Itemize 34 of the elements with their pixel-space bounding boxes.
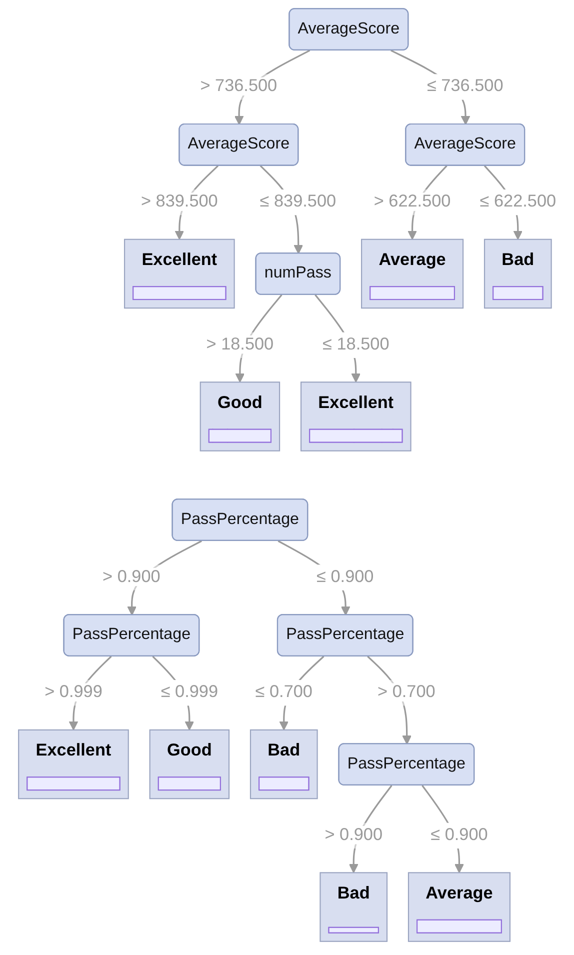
edge-label: > 0.999	[44, 683, 102, 702]
edge-label: ≤ 0.900	[430, 826, 488, 844]
leaf-node: Average	[360, 238, 464, 309]
leaf-node: Excellent	[18, 729, 129, 800]
edge-label: > 839.500	[140, 192, 218, 211]
edge-label: ≤ 0.900	[316, 568, 374, 586]
leaf-node: Bad	[250, 729, 318, 800]
edge-label: > 0.700	[377, 683, 435, 702]
split-node: AverageScore	[288, 8, 408, 50]
split-node: numPass	[254, 252, 340, 295]
split-node: PassPercentage	[338, 743, 474, 786]
split-node: PassPercentage	[62, 614, 200, 656]
edge-label: > 622.500	[374, 192, 450, 211]
edge-label: ≤ 18.500	[322, 335, 389, 354]
leaf-node: Excellent	[124, 238, 235, 309]
edge-label: ≤ 0.700	[254, 683, 312, 702]
edge-label: ≤ 0.999	[160, 683, 218, 702]
split-node: PassPercentage	[276, 614, 414, 656]
leaf-node: Excellent	[300, 382, 411, 452]
edge-label: ≤ 622.500	[479, 192, 556, 211]
edge-label: ≤ 736.500	[426, 77, 503, 96]
leaf-node: Good	[148, 729, 230, 800]
leaf-node: Bad	[484, 238, 552, 309]
split-node: AverageScore	[178, 123, 298, 166]
edge-label: > 0.900	[324, 826, 382, 844]
edge-label: ≤ 839.500	[259, 192, 336, 211]
leaf-node: Average	[408, 872, 510, 942]
leaf-node: Good	[200, 382, 280, 452]
split-node: PassPercentage	[171, 498, 308, 541]
leaf-node: Bad	[319, 872, 388, 942]
edge-label: > 736.500	[200, 77, 277, 96]
split-node: AverageScore	[404, 123, 525, 166]
edge-label: > 0.900	[102, 568, 160, 586]
edge-label: > 18.500	[206, 335, 274, 354]
